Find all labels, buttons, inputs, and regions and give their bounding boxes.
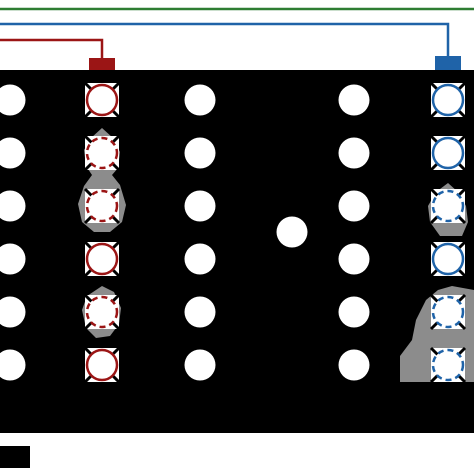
white-hole (0, 137, 26, 169)
white-hole (0, 243, 26, 275)
red-ring-cell (83, 346, 121, 384)
blue-ring-cell (429, 240, 467, 278)
blue-ring-dashed (431, 348, 465, 382)
red-ring-dashed (85, 295, 119, 329)
blue-ring-cell (429, 293, 467, 331)
center-dot (276, 216, 308, 248)
white-hole (338, 349, 370, 381)
red-ring-column (83, 81, 121, 384)
blue-ring-solid (431, 136, 465, 170)
red-ring-solid (85, 348, 119, 382)
red-ring-dashed (85, 136, 119, 170)
white-hole (338, 190, 370, 222)
blue-ring-cell (429, 134, 467, 172)
white-hole (0, 190, 26, 222)
blue-signal-line (0, 22, 450, 58)
red-ring-cell (83, 134, 121, 172)
white-hole (184, 296, 216, 328)
red-signal-line (0, 38, 104, 58)
red-ring-cell (83, 187, 121, 225)
white-hole (338, 84, 370, 116)
red-ring-cell (83, 240, 121, 278)
white-hole (338, 243, 370, 275)
black-panel (0, 70, 474, 433)
white-hole (184, 243, 216, 275)
white-hole (338, 296, 370, 328)
footer-box (0, 446, 30, 468)
white-hole (184, 349, 216, 381)
white-hole (0, 349, 26, 381)
red-ring-cell (83, 293, 121, 331)
blue-ring-cell (429, 346, 467, 384)
white-hole (184, 190, 216, 222)
red-ring-solid (85, 83, 119, 117)
blue-ring-dashed (431, 189, 465, 223)
blue-ring-solid (431, 83, 465, 117)
red-ring-cell (83, 81, 121, 119)
white-holes (0, 84, 370, 381)
white-hole (338, 137, 370, 169)
red-ring-solid (85, 242, 119, 276)
white-hole (0, 296, 26, 328)
white-hole (184, 84, 216, 116)
blue-ring-cell (429, 187, 467, 225)
blue-ring-solid (431, 242, 465, 276)
blue-ring-cell (429, 81, 467, 119)
red-ring-dashed (85, 189, 119, 223)
blue-ring-dashed (431, 295, 465, 329)
white-hole (0, 84, 26, 116)
white-hole (184, 137, 216, 169)
blue-ring-column (429, 81, 467, 384)
